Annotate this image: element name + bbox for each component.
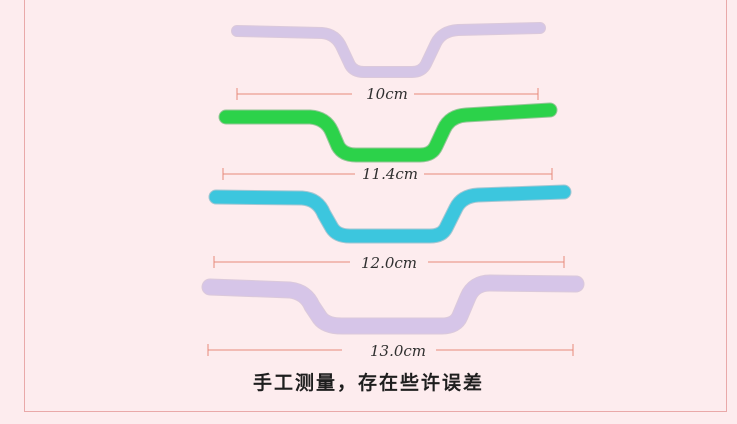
cable-needle-4 xyxy=(201,274,585,335)
cable-needle-1 xyxy=(231,22,546,78)
needle-4-body xyxy=(202,275,584,334)
length-label-4: 13.0cm xyxy=(370,342,426,360)
length-label-3: 12.0cm xyxy=(361,254,417,272)
needle-2-body xyxy=(219,103,557,162)
measure-4 xyxy=(207,344,574,356)
measure-3 xyxy=(213,256,565,268)
needle-1-body xyxy=(232,23,545,77)
length-label-2: 11.4cm xyxy=(362,165,418,183)
needle-3-body xyxy=(209,185,571,243)
measure-1 xyxy=(236,88,539,100)
measure-2 xyxy=(222,168,553,180)
cable-needle-2 xyxy=(218,102,558,163)
image-frame xyxy=(24,0,727,412)
measurement-note: 手工测量，存在些许误差 xyxy=(252,372,484,394)
length-label-1: 10cm xyxy=(366,85,408,103)
cable-needle-3 xyxy=(208,184,572,244)
